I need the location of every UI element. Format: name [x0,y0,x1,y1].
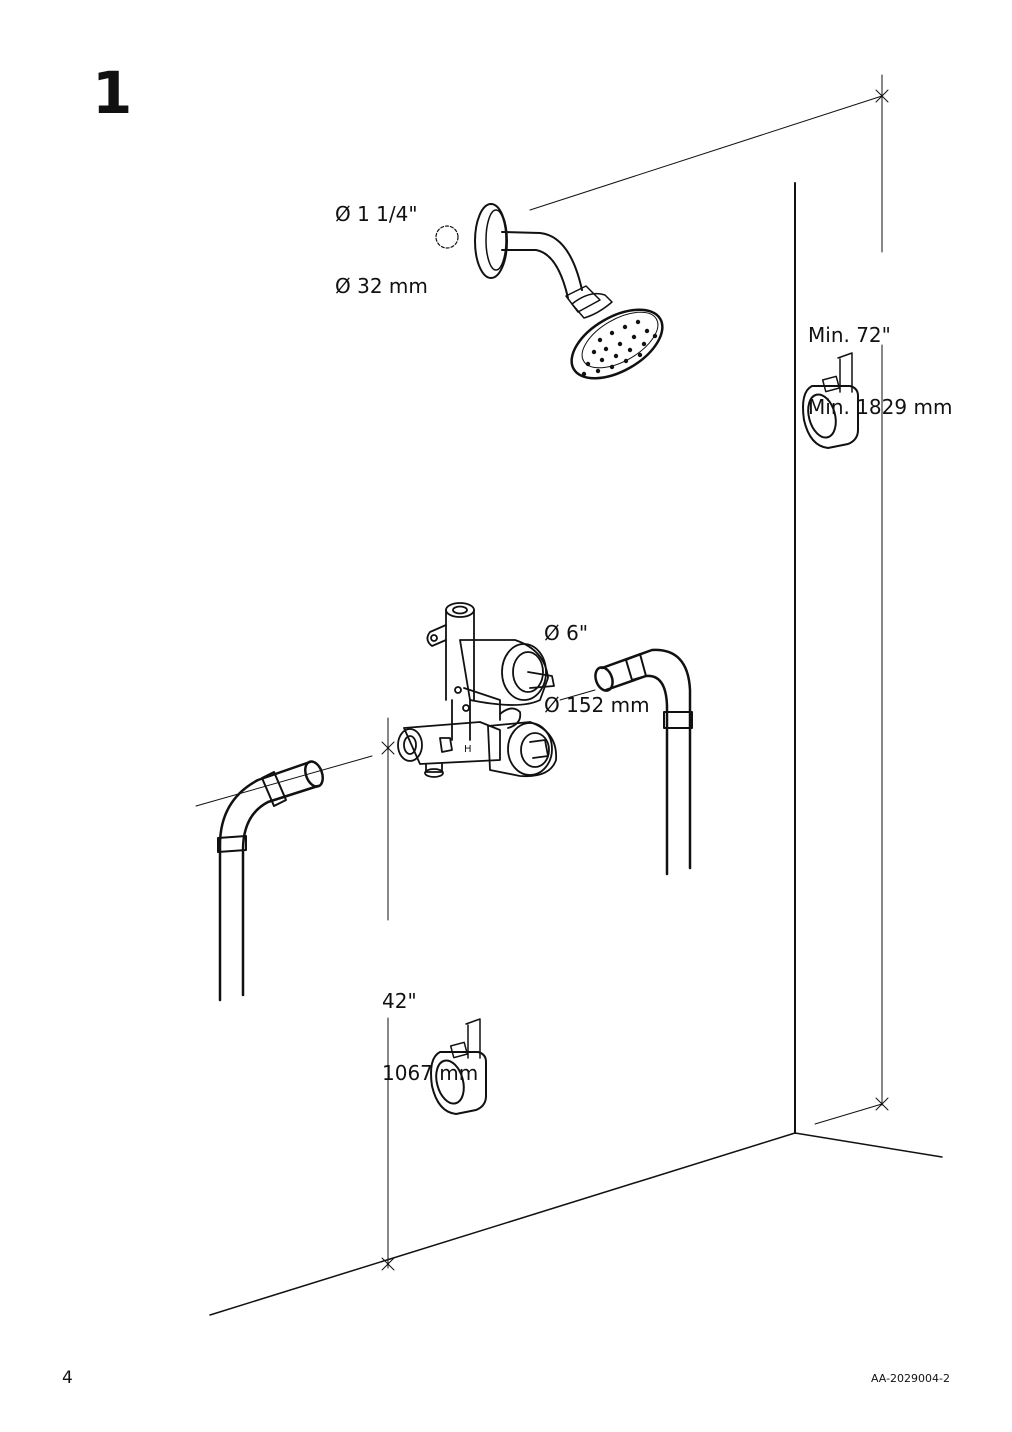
page-number: 4 [62,1368,73,1388]
valve-height-imperial: 42" [382,989,417,1013]
shower-head-icon [474,203,664,380]
valve-height-metric: 1067 mm [382,1061,479,1085]
valve-hole-label: Ø 6" Ø 152 mm [544,573,650,741]
valve-hole-metric: Ø 152 mm [544,693,650,717]
wall-outline [209,182,943,1316]
tape-measure-icon [430,1018,487,1115]
pipe-icon [217,760,324,1002]
step-number: 1 [92,59,132,127]
shower-arm-hole-label: Ø 1 1/4" Ø 32 mm [335,154,428,322]
tape-measure-icon [802,352,859,449]
document-code: AA-2029004-2 [870,1372,950,1385]
shower-arm-hole-metric: Ø 32 mm [335,274,428,298]
shower-arm-hole-imperial: Ø 1 1/4" [335,202,418,226]
shower-arm-hole-icon [435,225,459,249]
svg-text:H: H [464,744,472,755]
dimension-lines [195,74,889,1271]
valve-icon: H [397,602,557,778]
valve-height-label: 42" 1067 mm [382,941,478,1109]
head-height-imperial: Min. 72" [808,323,891,347]
pipe-icon [594,648,693,876]
valve-hole-imperial: Ø 6" [544,621,589,645]
